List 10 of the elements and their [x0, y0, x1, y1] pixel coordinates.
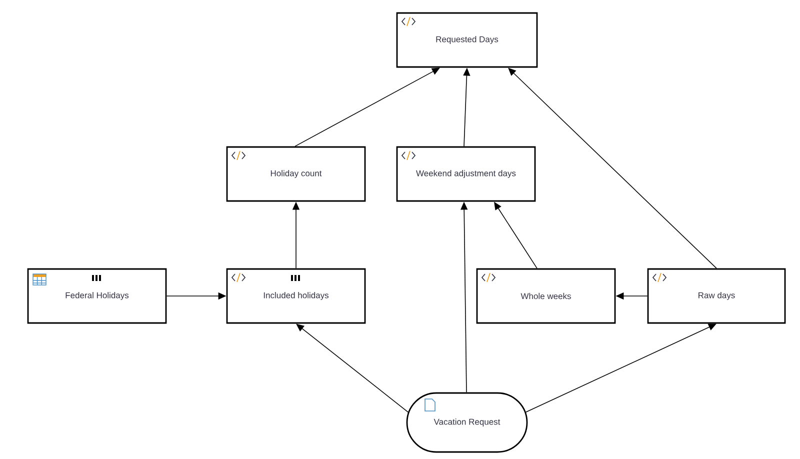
process-box: Requested Days [396, 12, 538, 68]
process-box: Holiday count [226, 146, 366, 202]
process-box: Included holidays [226, 268, 366, 324]
input-terminal: Vacation Request [406, 392, 528, 453]
arrow [296, 324, 409, 413]
process-box: Weekend adjustment days [396, 146, 536, 202]
process-box: Federal Holidays [27, 268, 167, 324]
arrow [294, 68, 440, 147]
process-box: Whole weeks [476, 268, 616, 324]
process-box: Raw days [647, 268, 786, 324]
